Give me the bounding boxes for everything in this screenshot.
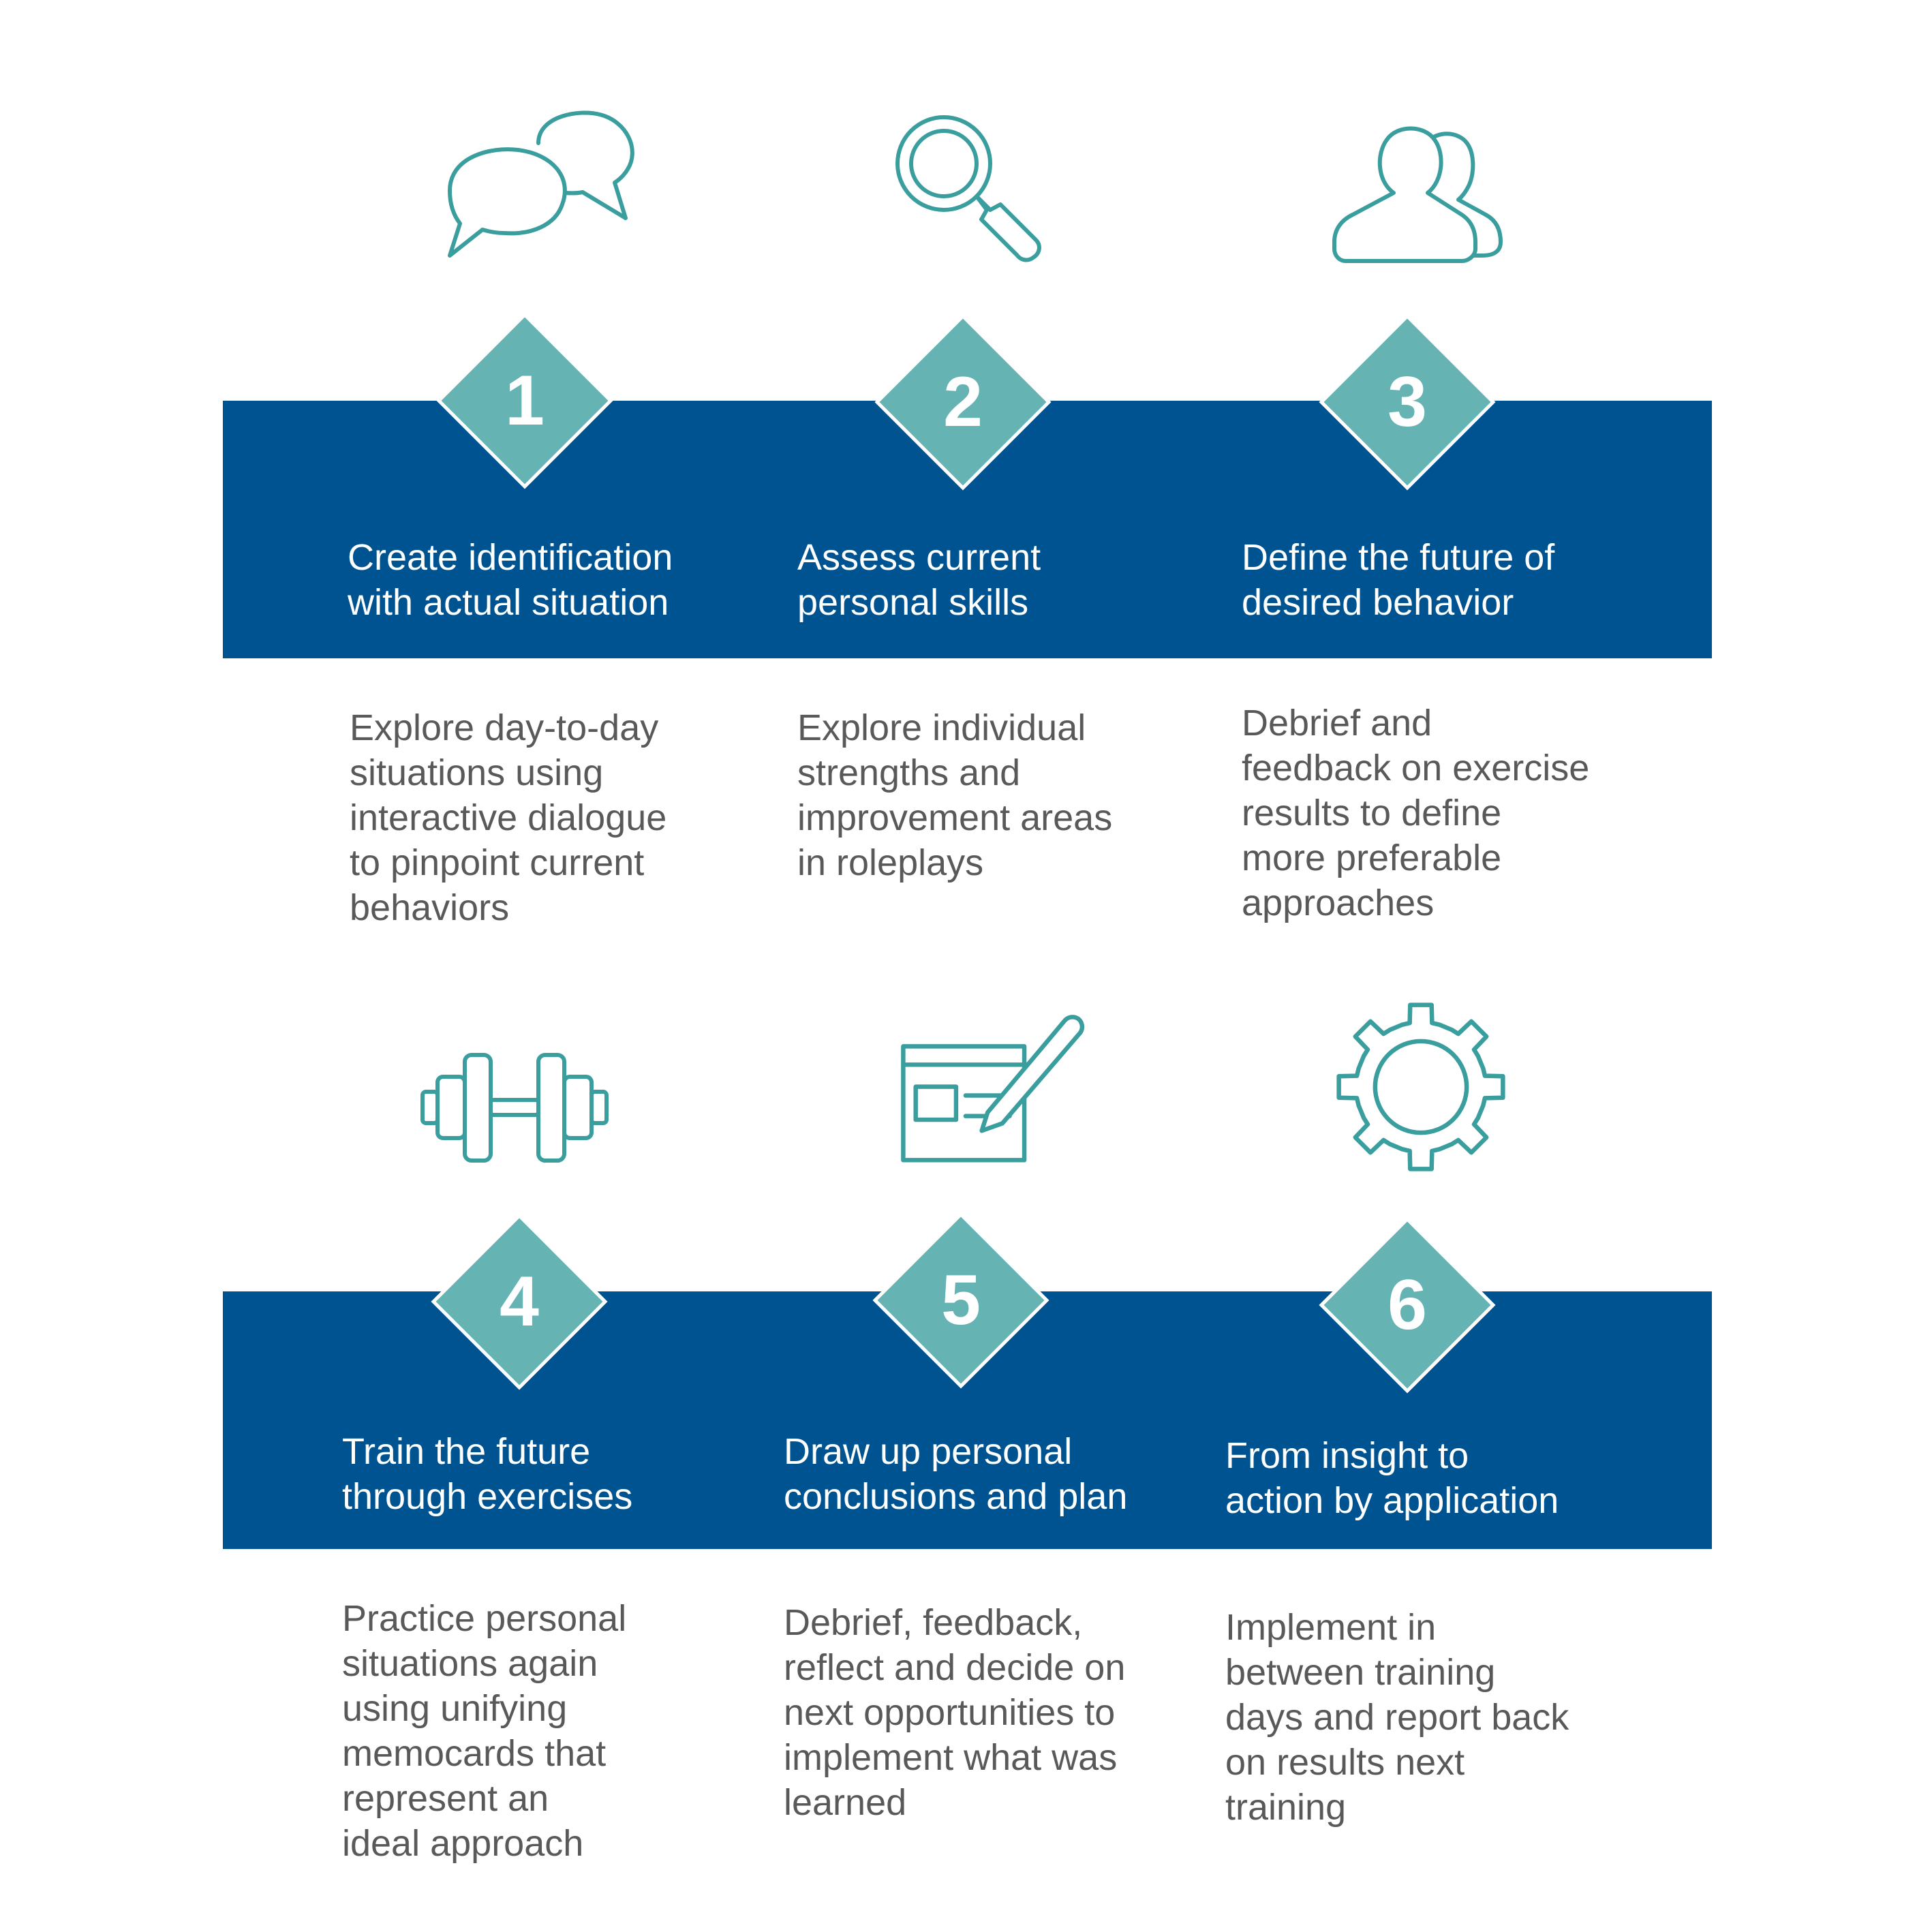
step-title: Assess current personal skills bbox=[797, 537, 1041, 623]
step-number: 4 bbox=[500, 1262, 539, 1341]
magnifier-icon bbox=[879, 109, 1070, 286]
step-number-diamond: 4 bbox=[431, 1213, 608, 1390]
step-number: 2 bbox=[943, 363, 983, 442]
step-title: From insight to action by application bbox=[1225, 1435, 1559, 1521]
step-description: Implement in between training days and r… bbox=[1225, 1607, 1569, 1828]
step-number-diamond: 5 bbox=[872, 1212, 1049, 1389]
speech-bubbles-icon bbox=[436, 102, 634, 279]
gear-icon bbox=[1325, 998, 1516, 1176]
people-icon bbox=[1329, 112, 1520, 290]
step-description: Debrief and feedback on exercise results… bbox=[1242, 703, 1590, 923]
step-description: Practice personal situations again using… bbox=[342, 1598, 627, 1864]
step-title: Draw up personal conclusions and plan bbox=[784, 1431, 1128, 1517]
step-number: 5 bbox=[941, 1261, 981, 1340]
step-number: 3 bbox=[1387, 363, 1427, 442]
form-pencil-icon bbox=[900, 1002, 1090, 1179]
step-description: Debrief, feedback, reflect and decide on… bbox=[784, 1602, 1126, 1823]
step-number-diamond: 3 bbox=[1319, 313, 1496, 491]
step-number-diamond: 2 bbox=[874, 313, 1052, 491]
step-description: Explore individual strengths and improve… bbox=[797, 707, 1113, 883]
step-title: Train the future through exercises bbox=[342, 1431, 633, 1517]
step-title: Create identification with actual situat… bbox=[348, 537, 673, 623]
step-number-diamond: 6 bbox=[1319, 1216, 1496, 1394]
step-title: Define the future of desired behavior bbox=[1242, 537, 1555, 623]
step-number: 1 bbox=[505, 361, 545, 440]
step-number-diamond: 1 bbox=[436, 312, 613, 489]
dumbbell-icon bbox=[419, 1019, 610, 1196]
step-number: 6 bbox=[1387, 1266, 1427, 1345]
step-description: Explore day-to-day situations using inte… bbox=[350, 707, 667, 928]
